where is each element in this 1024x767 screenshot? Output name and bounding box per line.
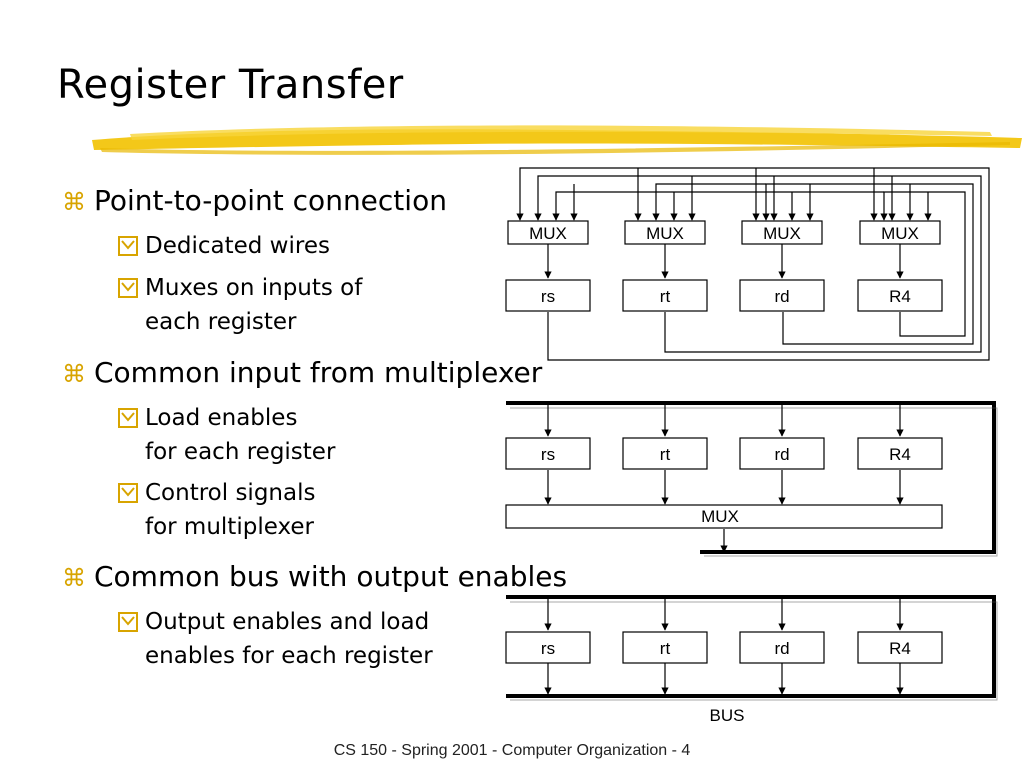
common-bus-diagram: rs rt rd R4 BUS xyxy=(505,595,998,725)
checkbox-icon xyxy=(118,483,138,503)
mux-label: MUX xyxy=(701,507,739,526)
bullet-level2: Output enables and load enables for each… xyxy=(118,605,433,673)
bullet-text: Muxes on inputs of xyxy=(145,275,363,301)
command-icon: ⌘ xyxy=(62,188,86,216)
bullet-text: Control signals xyxy=(145,480,316,506)
bullet-text: Output enables and load xyxy=(145,609,430,635)
bullet-text: each register xyxy=(145,309,297,335)
bullet-level2: Control signals for multiplexer xyxy=(118,476,316,544)
register-label: rd xyxy=(774,287,789,306)
mux-label: MUX xyxy=(529,224,567,243)
common-input-diagram: rs rt rd R4 MUX xyxy=(505,401,998,557)
bullet-text: enables for each register xyxy=(145,643,433,669)
command-icon: ⌘ xyxy=(62,564,86,592)
mux-label: MUX xyxy=(881,224,919,243)
checkbox-icon xyxy=(118,408,138,428)
bullet-text: Point-to-point connection xyxy=(94,184,447,217)
checkbox-icon xyxy=(118,612,138,632)
register-top-row: rs rt rd R4 xyxy=(505,279,943,312)
bullet-text: for each register xyxy=(145,439,336,465)
bullet-level1: ⌘ Point-to-point connection xyxy=(62,184,447,217)
slide-footer: CS 150 - Spring 2001 - Computer Organiza… xyxy=(333,742,691,759)
point-to-point-diagram xyxy=(516,167,990,361)
register-label: R4 xyxy=(889,445,911,464)
bullet-level1: ⌘ Common input from multiplexer xyxy=(62,356,542,389)
bus-label: BUS xyxy=(710,706,745,725)
mux-top-row: MUX MUX MUX MUX xyxy=(507,220,941,245)
register-label: rt xyxy=(660,445,671,464)
register-label: rd xyxy=(774,639,789,658)
bullet-level2: Muxes on inputs of each register xyxy=(118,271,363,339)
register-label: rt xyxy=(660,287,671,306)
bullet-text: Dedicated wires xyxy=(145,233,330,259)
register-label: R4 xyxy=(889,287,911,306)
checkbox-icon xyxy=(118,236,138,256)
mux-label: MUX xyxy=(646,224,684,243)
register-label: rs xyxy=(541,639,555,658)
bullet-text: Common input from multiplexer xyxy=(94,356,543,389)
slide-title: Register Transfer xyxy=(57,62,404,108)
register-label: rd xyxy=(774,445,789,464)
bullet-text: Load enables xyxy=(145,405,298,431)
mux-label: MUX xyxy=(763,224,801,243)
bullet-level2: Dedicated wires xyxy=(118,229,330,263)
register-label: rt xyxy=(660,639,671,658)
title-highlight xyxy=(92,125,1022,155)
bullet-text: for multiplexer xyxy=(145,514,314,540)
register-label: R4 xyxy=(889,639,911,658)
bullet-text: Common bus with output enables xyxy=(94,560,568,593)
checkbox-icon xyxy=(118,278,138,298)
bullet-level1: ⌘ Common bus with output enables xyxy=(62,560,567,593)
bullet-level2: Load enables for each register xyxy=(118,401,336,469)
register-label: rs xyxy=(541,445,555,464)
register-label: rs xyxy=(541,287,555,306)
mux-to-register-arrows xyxy=(544,244,904,279)
command-icon: ⌘ xyxy=(62,360,86,388)
